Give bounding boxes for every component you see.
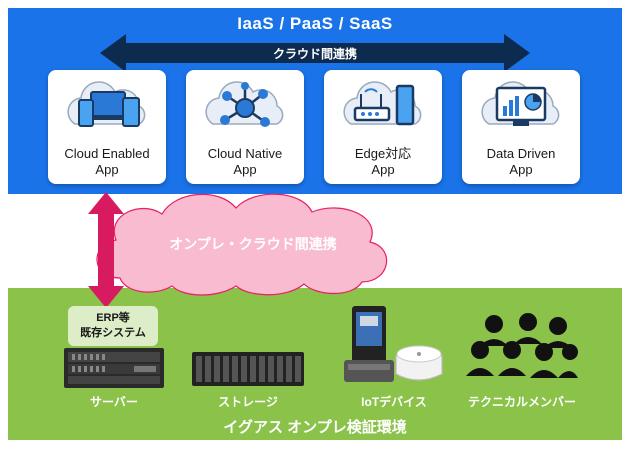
app-label-line2: App (371, 162, 395, 177)
cloud-link-label: クラウド間連携 (272, 47, 357, 61)
onprem-title: イグアス オンプレ検証環境 (223, 419, 407, 436)
network-nodes-icon (205, 81, 284, 127)
server-rack-icon (64, 348, 164, 388)
iot-devices-label: IoTデバイス (361, 395, 427, 409)
app-label-line1: Cloud Native (207, 146, 283, 161)
cloud-link-arrow (100, 34, 530, 72)
team-members-label: テクニカルメンバー (467, 395, 576, 409)
storage-label: ストレージ (218, 395, 278, 409)
app-label-line2: App (509, 162, 533, 177)
team-members-icon (466, 313, 578, 378)
app-label-line2: App (95, 162, 119, 177)
app-label-line1: Cloud Enabled (64, 146, 150, 161)
analytics-monitor-icon (481, 81, 560, 126)
app-card-edge: Edge対応 App (324, 70, 442, 184)
hybrid-link-arrow (88, 192, 124, 308)
cloud-title: IaaS / PaaS / SaaS (237, 14, 393, 33)
app-card-data-driven: Data Driven App (462, 70, 580, 184)
app-card-cloud-enabled: Cloud Enabled App (48, 70, 166, 184)
erp-label-line2: 既存システム (80, 327, 146, 339)
app-label-line1: Edge対応 (354, 146, 412, 161)
hybrid-link-cloud (96, 193, 388, 296)
app-label-line1: Data Driven (486, 146, 556, 161)
devices-icon (67, 81, 146, 127)
erp-label-line1: ERP等 (96, 312, 130, 324)
storage-array-icon (192, 352, 304, 386)
erp-system-box: ERP等 既存システム (68, 306, 158, 346)
iot-devices-icon (344, 306, 443, 382)
hybrid-link-label: オンプレ・クラウド間連携 (169, 236, 337, 252)
server-label: サーバー (90, 395, 138, 409)
router-phone-icon (343, 81, 422, 126)
app-card-cloud-native: Cloud Native App (186, 70, 304, 184)
app-label-line2: App (233, 162, 257, 177)
